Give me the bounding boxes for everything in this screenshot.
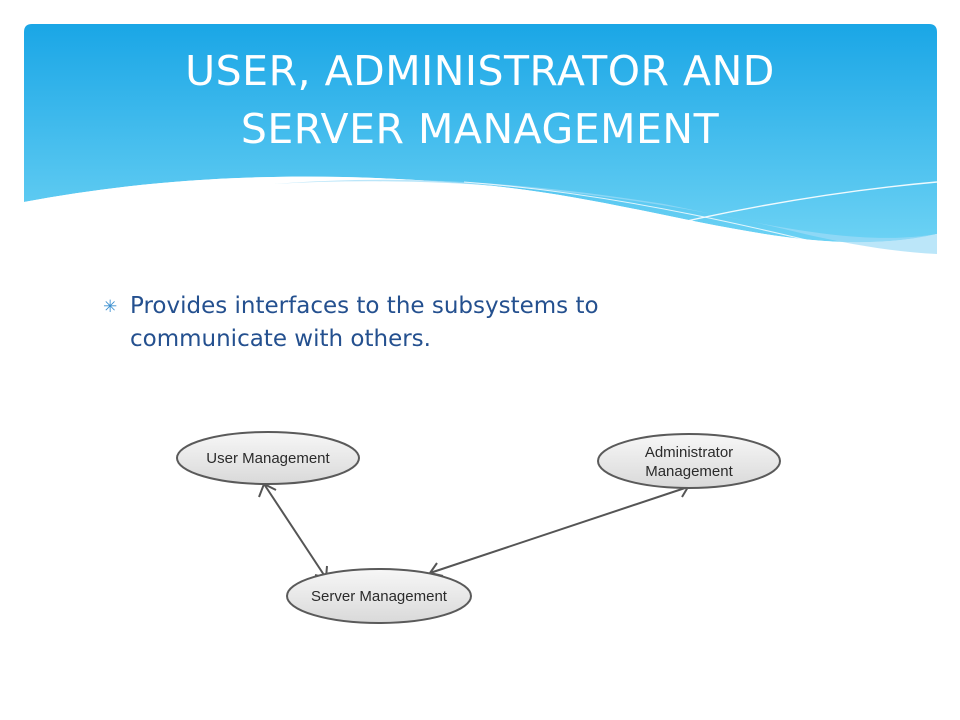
node-label: User Management [206, 450, 330, 467]
node-label: Server Management [311, 588, 448, 605]
node-label-line-2: Management [645, 463, 733, 480]
node-administrator-management: Administrator Management [597, 433, 781, 489]
edge-user-server [258, 482, 328, 580]
edge-server-admin [428, 485, 690, 577]
bullet-item: ✳ Provides interfaces to the subsystems … [103, 290, 723, 356]
slide-title: USER, ADMINISTRATOR AND SERVER MANAGEMEN… [185, 47, 775, 153]
node-user-management: User Management [176, 431, 360, 485]
node-label-line-1: Administrator [645, 444, 733, 461]
node-server-management: Server Management [286, 568, 472, 624]
title-banner [24, 24, 937, 269]
asterisk-bullet-icon: ✳ [103, 297, 118, 317]
bullet-text: Provides interfaces to the subsystems to… [130, 293, 599, 352]
